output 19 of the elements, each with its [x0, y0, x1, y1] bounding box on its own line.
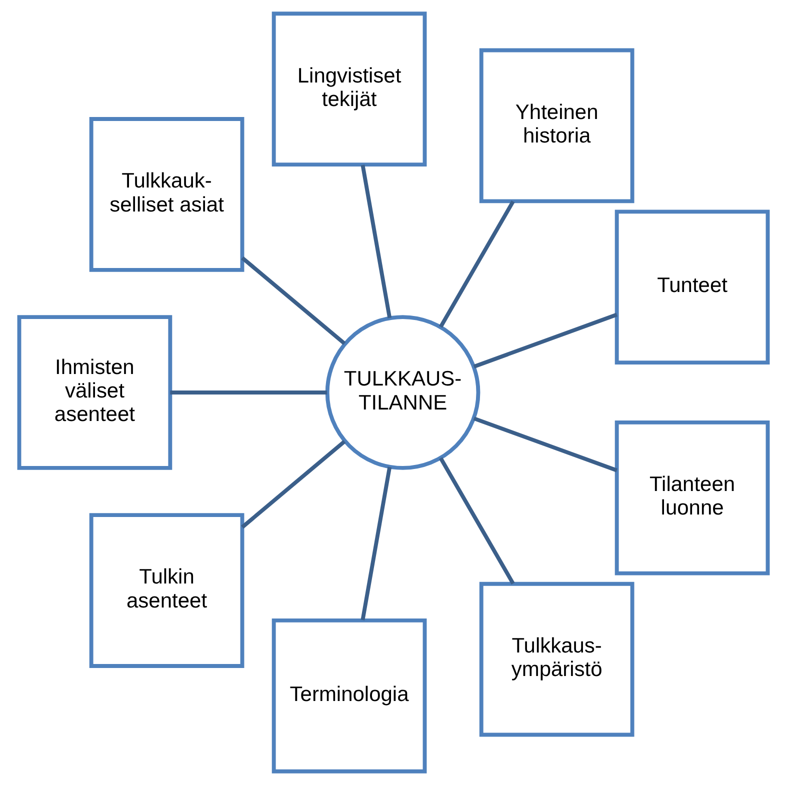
connector — [360, 466, 392, 620]
node-box: Ihmisten väliset asenteet — [17, 315, 172, 470]
connector — [438, 457, 515, 585]
node-box: Tilanteen luonne — [614, 420, 770, 576]
node-box: Tunteet — [614, 210, 770, 365]
node-circle: TULKKAUS- TILANNE — [325, 315, 480, 470]
connector — [241, 440, 346, 529]
connector — [473, 312, 618, 368]
connector — [473, 416, 618, 472]
node-box: Tulkkauk- selliset asiat — [89, 117, 244, 272]
connector — [360, 164, 392, 318]
node-box: Terminologia — [272, 618, 427, 774]
connector — [438, 200, 515, 328]
node-box: Tulkin asenteet — [89, 513, 244, 668]
node-box: Tulkkaus- ympäristö — [479, 582, 634, 737]
node-box: Yhteinen historia — [479, 48, 634, 204]
node-box: Lingvistiset tekijät — [272, 12, 427, 167]
connector — [170, 390, 328, 394]
connector — [241, 256, 346, 346]
